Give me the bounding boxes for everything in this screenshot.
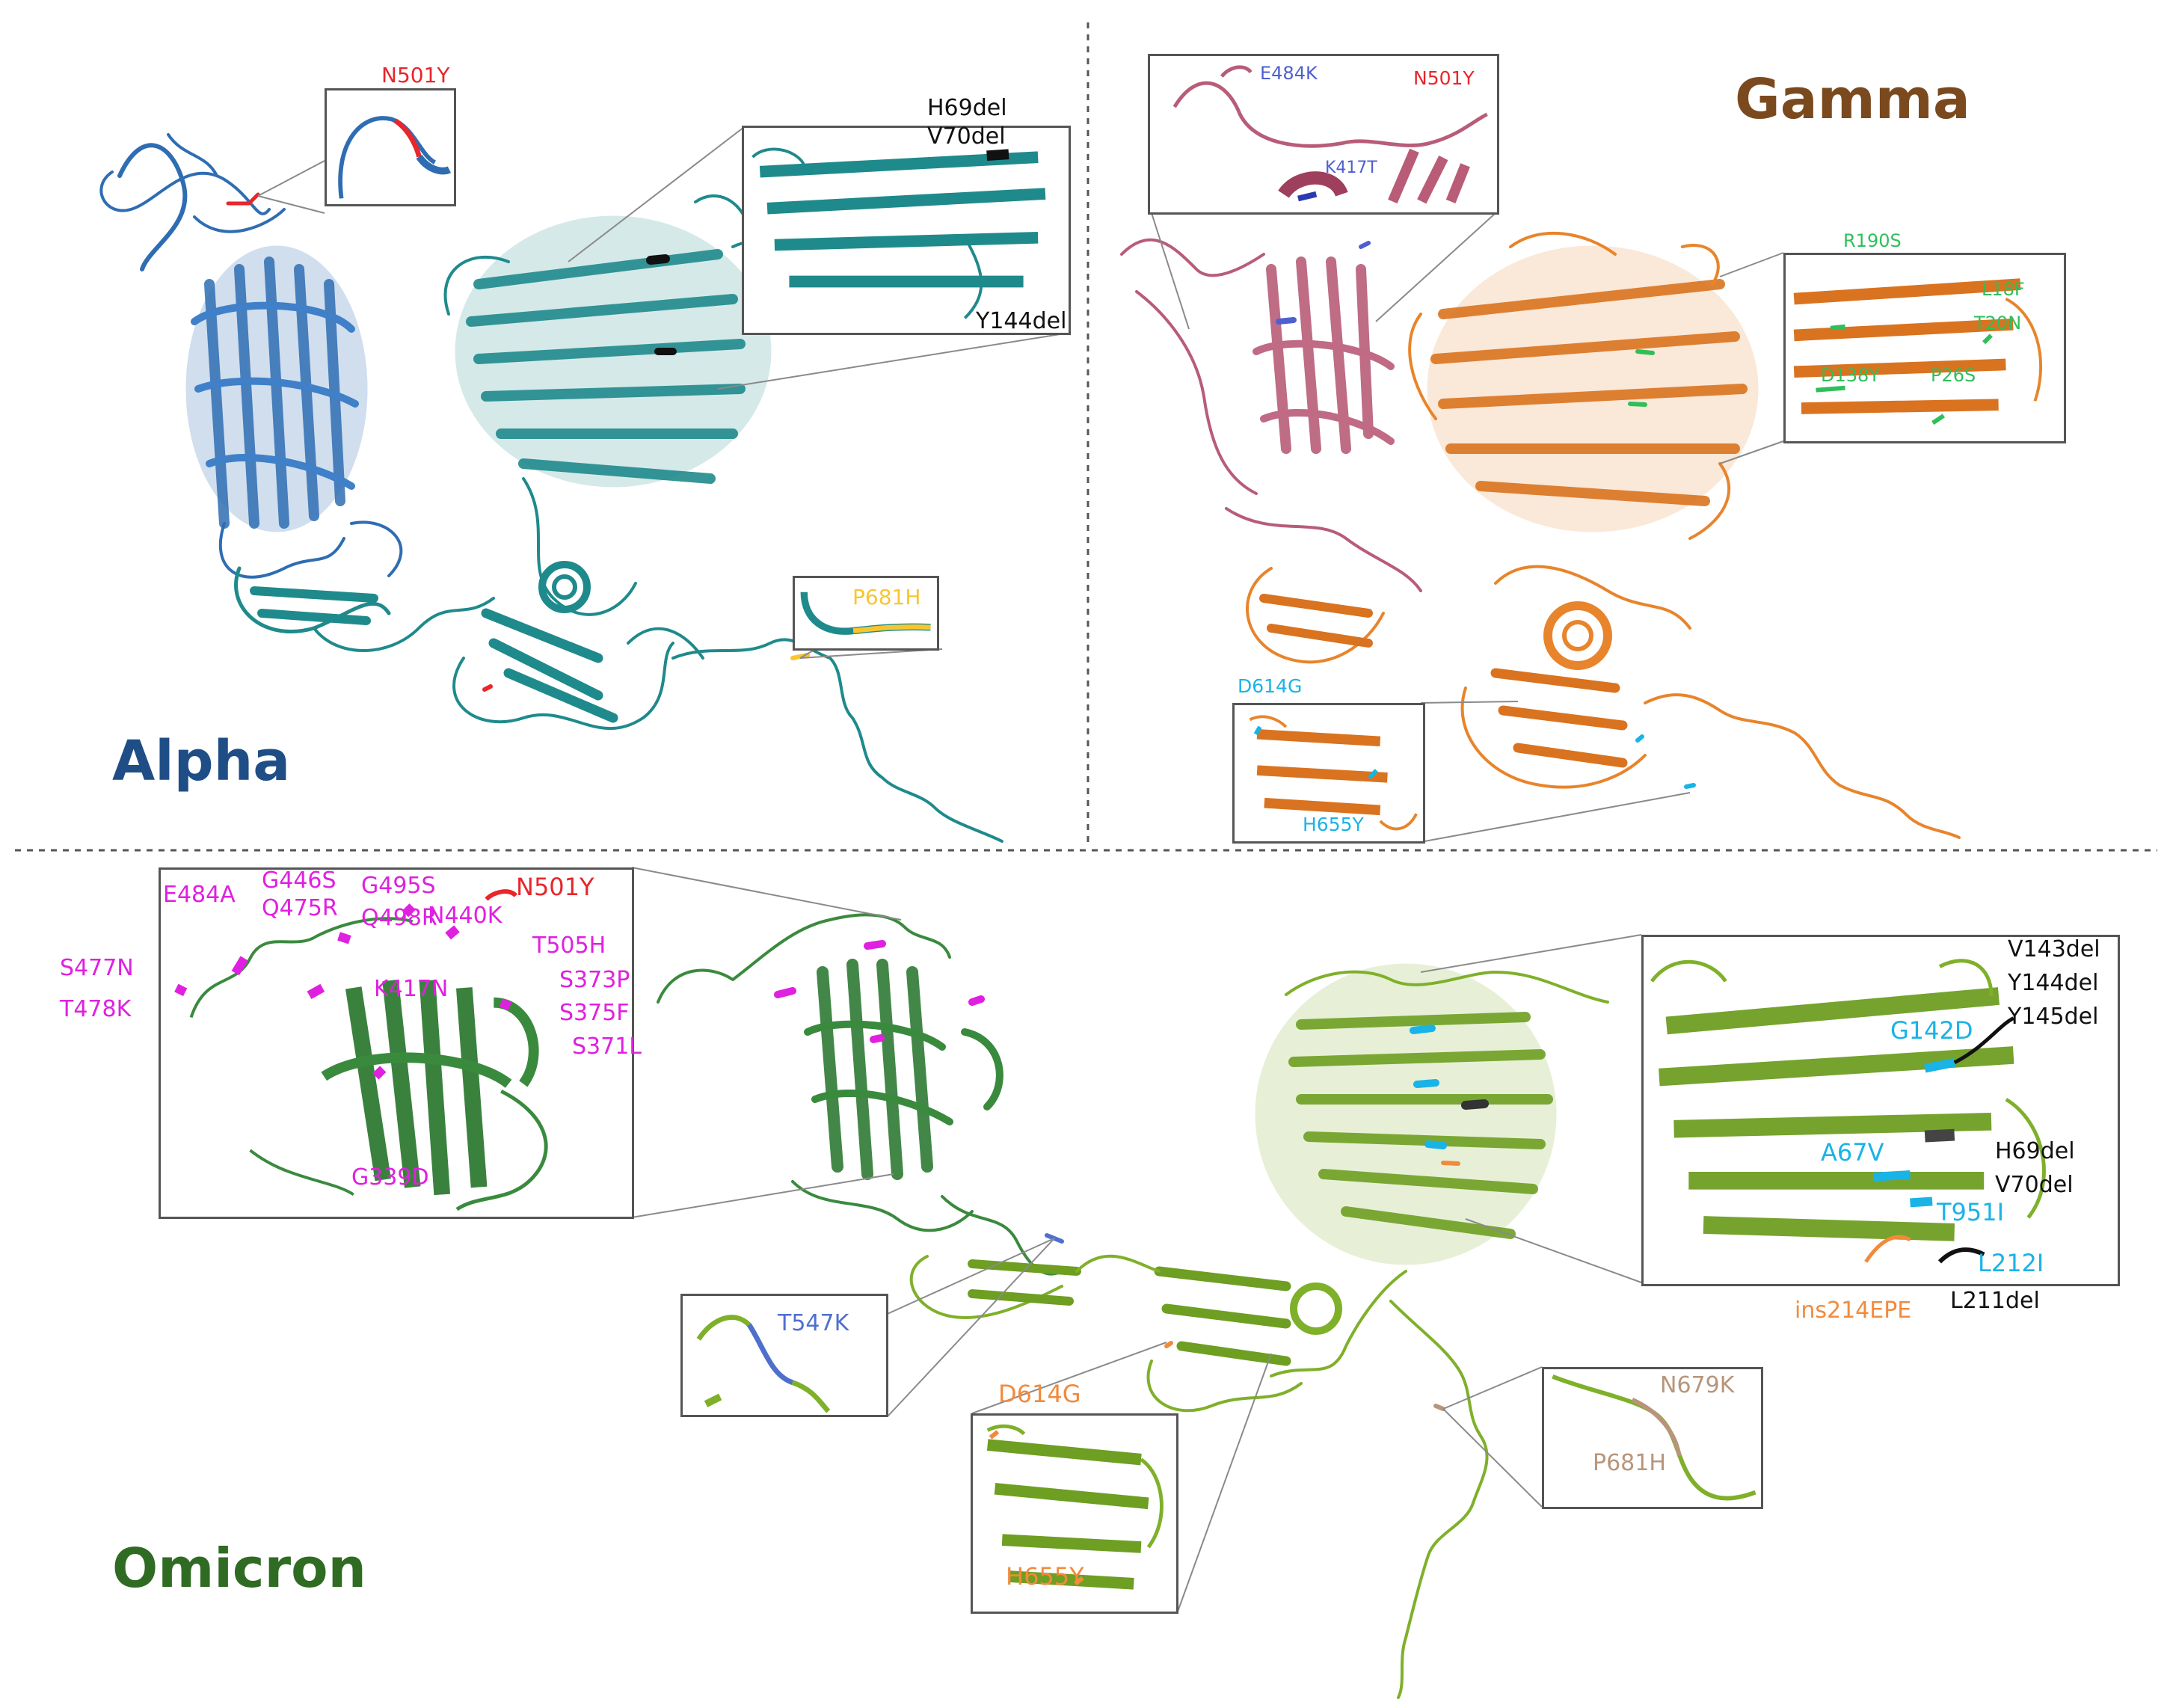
- gamma-label-r190s: R190S: [1843, 230, 1902, 251]
- omicron-inset-t547k: [680, 1294, 888, 1417]
- omicron-label-g446s: G446S: [262, 867, 336, 894]
- omicron-label-e484a: E484A: [163, 882, 236, 908]
- alpha-label-h69del: H69del: [927, 95, 1007, 121]
- inset-ribbon: [174, 889, 548, 1211]
- omicron-label-l211del: L211del: [1950, 1288, 2040, 1314]
- omicron-label-g142d: G142D: [1890, 1016, 1973, 1045]
- omicron-label-l212i: L212I: [1978, 1249, 2044, 1277]
- alpha-inset-p681h: [793, 576, 939, 651]
- omicron-structure: [657, 913, 1609, 1699]
- gamma-inset-rbd: [1148, 54, 1499, 215]
- gamma-label-d138y: D138Y: [1821, 365, 1880, 386]
- omicron-label-d614g: D614G: [998, 1380, 1081, 1408]
- omicron-label-n440k: N440K: [428, 903, 502, 929]
- omicron-inset-furin: [1542, 1367, 1763, 1509]
- inset-ribbon: [751, 147, 1046, 319]
- inset-ribbon: [696, 1315, 831, 1413]
- gamma-label-k417t: K417T: [1325, 159, 1377, 177]
- alpha-label-v70del: V70del: [927, 123, 1006, 150]
- alpha-label-y144del: Y144del: [976, 308, 1067, 334]
- inset-ribbon: [1552, 1374, 1756, 1501]
- omicron-label-n501y: N501Y: [516, 873, 594, 901]
- gamma-title: Gamma: [1735, 67, 1970, 132]
- alpha-inset-n501y: [325, 88, 456, 206]
- omicron-label-t505h: T505H: [532, 933, 606, 959]
- omicron-label-v70del: V70del: [1995, 1172, 2074, 1198]
- omicron-label-s477n: S477N: [60, 955, 134, 981]
- omicron-label-ins214epe: ins214EPE: [1795, 1297, 1912, 1324]
- omicron-label-n679k: N679K: [1660, 1372, 1735, 1398]
- alpha-inset-ntd: [742, 126, 1071, 335]
- omicron-label-g495s: G495S: [361, 873, 436, 899]
- gamma-structure: [1120, 231, 1961, 839]
- inset-ribbon: [1172, 65, 1488, 204]
- inset-ribbon: [1249, 715, 1418, 831]
- omicron-label-s373p: S373P: [559, 967, 630, 993]
- omicron-label-g339d: G339D: [351, 1164, 429, 1191]
- omicron-label-t951i: T951I: [1937, 1198, 2005, 1226]
- gamma-label-t20n: T20N: [1974, 313, 2022, 334]
- omicron-label-h69del: H69del: [1995, 1138, 2075, 1164]
- omicron-inset-sd: [971, 1413, 1178, 1614]
- omicron-inset-rbd: [159, 867, 634, 1219]
- omicron-title: Omicron: [112, 1537, 366, 1600]
- inset-ribbon: [1650, 959, 2046, 1264]
- gamma-inset-ntd: [1783, 253, 2066, 443]
- gamma-label-e484k: E484K: [1260, 63, 1318, 84]
- gamma-label-p26s: P26S: [1931, 365, 1976, 386]
- omicron-label-t478k: T478K: [60, 996, 132, 1022]
- omicron-label-y144del: Y144del: [2008, 970, 2099, 996]
- gamma-label-l18f: L18F: [1982, 279, 2025, 300]
- alpha-structure: [99, 133, 1003, 843]
- omicron-label-s375f: S375F: [559, 1000, 630, 1026]
- omicron-label-v143del: V143del: [2008, 936, 2100, 962]
- inset-ribbon: [338, 116, 452, 199]
- alpha-title: Alpha: [112, 729, 291, 793]
- omicron-label-p681h: P681H: [1593, 1450, 1666, 1476]
- gamma-inset-sd: [1232, 703, 1425, 844]
- inset-ribbon: [800, 592, 931, 635]
- gamma-label-h655y: H655Y: [1303, 814, 1364, 835]
- omicron-label-h655y: H655Y: [1006, 1562, 1084, 1591]
- omicron-label-a67v: A67V: [1821, 1138, 1884, 1167]
- gamma-label-n501y: N501Y: [1413, 67, 1475, 89]
- omicron-label-k417n: K417N: [374, 976, 449, 1002]
- omicron-label-s371l: S371L: [572, 1033, 642, 1060]
- omicron-label-q475r: Q475R: [262, 895, 338, 921]
- omicron-label-t547k: T547K: [778, 1310, 849, 1336]
- inset-ribbon: [986, 1424, 1164, 1590]
- omicron-label-q498r: Q498R: [361, 905, 437, 931]
- gamma-label-d614g: D614G: [1238, 675, 1303, 697]
- inset-ribbon: [1793, 278, 2042, 426]
- alpha-label-p681h: P681H: [852, 585, 921, 609]
- omicron-inset-ntd: [1641, 935, 2120, 1286]
- omicron-label-y145del: Y145del: [2008, 1004, 2099, 1030]
- alpha-label-n501y: N501Y: [381, 63, 450, 87]
